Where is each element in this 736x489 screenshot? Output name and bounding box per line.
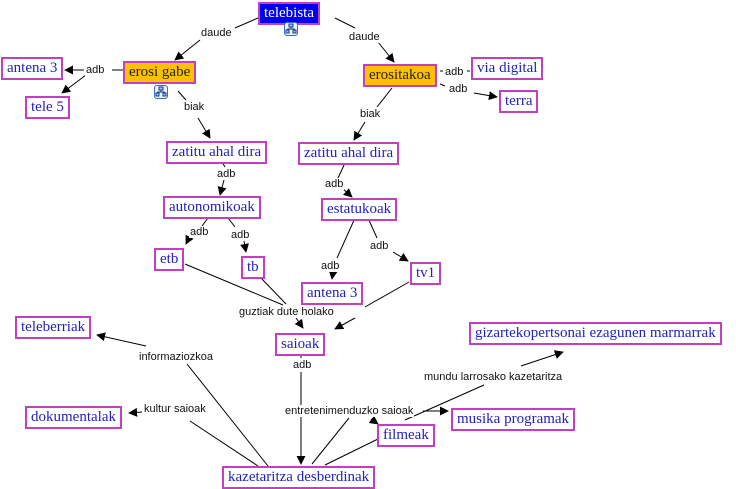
link-label-daude: daude: [348, 31, 381, 43]
link-label-kultur-saioak: kultur saioak: [143, 403, 207, 415]
concept-kazetaritza-desberdinak[interactable]: kazetaritza desberdinak: [222, 466, 376, 489]
concept-estatukoak[interactable]: estatukoak: [321, 198, 398, 221]
concept-tb[interactable]: tb: [241, 256, 265, 279]
concept-teleberriak[interactable]: teleberriak: [15, 316, 92, 339]
link-label-adb: adb: [216, 168, 237, 180]
link-label-adb: adb: [448, 83, 469, 95]
concept-antena-3-top[interactable]: antena 3: [1, 57, 64, 80]
concept-erosi-gabe[interactable]: erosi gabe: [123, 61, 197, 84]
link-label-adb: adb: [230, 229, 251, 241]
connector: [201, 217, 209, 227]
connector: [227, 217, 236, 228]
connector: [240, 240, 249, 253]
connector: [177, 90, 187, 101]
connector: [376, 87, 393, 108]
link-label-guztiak-dute-holako: guztiak dute holako: [238, 306, 335, 318]
connector: [197, 117, 211, 139]
concept-terra[interactable]: terra: [499, 90, 539, 113]
concept-autonomikoak[interactable]: autonomikoak: [163, 196, 261, 219]
connector: [128, 407, 143, 417]
connector: [337, 162, 346, 179]
connector: [334, 317, 356, 330]
concept-dokumentalak[interactable]: dokumentalak: [25, 406, 122, 429]
connector: [234, 17, 259, 29]
connector: [364, 281, 410, 308]
link-label-adb: adb: [444, 66, 465, 78]
link-label-adb: adb: [320, 260, 341, 272]
connector: [353, 121, 366, 141]
link-label-adb: adb: [369, 240, 390, 252]
concept-etb[interactable]: etb: [154, 248, 185, 271]
link-label-daude: daude: [200, 27, 233, 39]
connector: [217, 179, 227, 196]
connector: [328, 270, 338, 280]
concept-via-digital[interactable]: via digital: [471, 57, 544, 80]
concept-filmeak[interactable]: filmeak: [377, 424, 435, 447]
link-label-mundu-larrosako-kazetaritza: mundu larrosako kazetaritza: [423, 371, 564, 383]
connector: [334, 17, 356, 29]
connector: [186, 363, 269, 467]
concept-erositakoa[interactable]: erositakoa: [363, 64, 437, 87]
concept-antena-3-mid[interactable]: antena 3: [301, 282, 364, 305]
link-label-entretenimenduzko-saioak: entretenimenduzko saioak: [284, 405, 415, 417]
connector: [174, 39, 201, 61]
connector: [377, 41, 395, 63]
link-label-adb: adb: [189, 226, 210, 238]
connector: [96, 332, 147, 347]
connector: [294, 317, 304, 329]
connector: [324, 438, 379, 466]
concept-saioak[interactable]: saioak: [275, 333, 326, 356]
connector: [520, 350, 564, 367]
link-label-adb: adb: [85, 64, 106, 76]
link-label-biak: biak: [183, 101, 206, 113]
connector: [260, 277, 287, 305]
submap-icon[interactable]: [154, 85, 168, 99]
concept-musika-programak[interactable]: musika programak: [451, 408, 576, 431]
connector: [392, 251, 409, 262]
connector: [336, 217, 356, 259]
connector: [189, 420, 259, 467]
connector: [61, 74, 87, 94]
link-label-adb: adb: [324, 178, 345, 190]
concept-tele-5[interactable]: tele 5: [25, 96, 70, 119]
link-label-adb: adb: [292, 359, 313, 371]
connector: [473, 91, 498, 101]
connector: [367, 217, 378, 239]
connector: [184, 263, 284, 306]
link-label-biak: biak: [359, 108, 382, 120]
concept-gizartekopertsonai[interactable]: gizartekopertsonai ezagunen marmarrak: [469, 322, 722, 345]
connector: [311, 417, 350, 465]
connector: [368, 415, 379, 425]
concept-zatitu-ahal-dira-right[interactable]: zatitu ahal dira: [298, 142, 400, 165]
concept-zatitu-ahal-dira-left[interactable]: zatitu ahal dira: [166, 141, 268, 164]
connector: [404, 384, 485, 421]
link-label-informaziozkoa: informaziozkoa: [138, 351, 214, 363]
connector: [439, 83, 446, 87]
concept-tv1[interactable]: tv1: [410, 262, 442, 285]
submap-icon[interactable]: [284, 22, 298, 36]
